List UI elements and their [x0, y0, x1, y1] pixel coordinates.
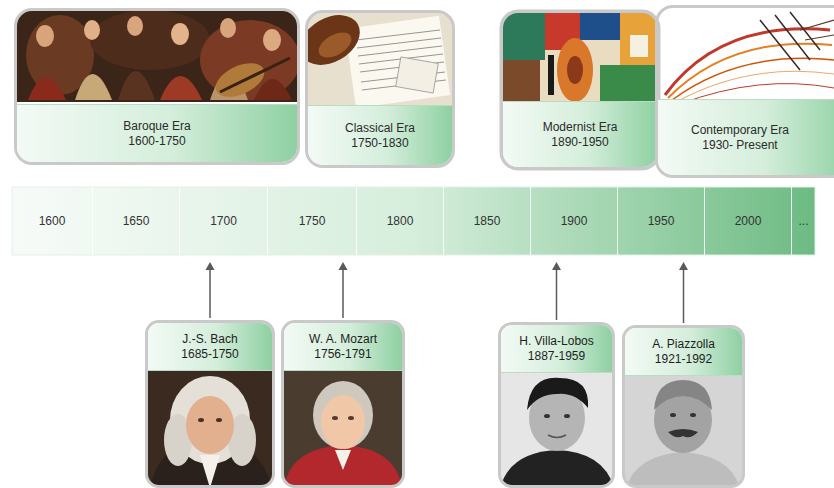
classical-picture	[306, 11, 454, 167]
modernist-frame	[501, 11, 659, 169]
composer-card: A. Piazzolla1921-1992	[622, 325, 745, 488]
modernist-era-card: Modernist Era1890-1950	[500, 10, 660, 170]
name-label: H. Villa-Lobos	[519, 334, 593, 349]
modernist-picture	[501, 11, 659, 102]
timeline-cell: 2000	[705, 187, 792, 255]
label-band: Contemporary Era1930- Present	[658, 99, 834, 175]
date-range: 1756-1791	[314, 347, 371, 362]
contemporary-picture	[656, 6, 834, 177]
year-label: 1800	[387, 214, 414, 229]
villa-lobos-portrait	[499, 323, 614, 487]
composer-card: W. A. Mozart1756-1791	[281, 320, 405, 488]
year-label: 1650	[123, 214, 150, 229]
timeline-cell: 1750	[268, 187, 357, 255]
year-label: 2000	[735, 214, 762, 229]
baroque-era-card: Baroque Era1600-1750	[14, 8, 300, 165]
timeline-pointer	[679, 262, 688, 323]
timeline-pointer	[552, 262, 561, 320]
date-range: 1930- Present	[702, 138, 777, 153]
year-label: 1850	[474, 214, 501, 229]
timeline-cell: 1900	[531, 187, 618, 255]
name-label: Classical Era	[345, 121, 415, 136]
label-band: H. Villa-Lobos1887-1959	[501, 325, 612, 373]
name-label: Modernist Era	[543, 120, 618, 135]
mozart-portrait	[282, 321, 404, 487]
date-range: 1685-1750	[181, 347, 238, 362]
label-band: Baroque Era1600-1750	[17, 104, 297, 162]
label-band: Classical Era1750-1830	[308, 105, 452, 165]
timeline-cell: 1850	[444, 187, 531, 255]
date-range: 1921-1992	[655, 352, 712, 367]
classical-era-card: Classical Era1750-1830	[305, 10, 455, 168]
year-label: 1750	[299, 214, 326, 229]
date-range: 1600-1750	[128, 134, 185, 149]
name-label: A. Piazzolla	[652, 337, 715, 352]
bach-portrait	[146, 321, 274, 487]
name-label: J.-S. Bach	[182, 332, 237, 347]
timeline-pointer	[339, 262, 348, 318]
name-label: Baroque Era	[123, 119, 190, 134]
piazzolla-portrait	[623, 326, 744, 487]
baroque-painting	[15, 9, 299, 164]
label-band: A. Piazzolla1921-1992	[625, 328, 742, 376]
date-range: 1750-1830	[351, 136, 408, 151]
timeline-cell: 1600	[12, 187, 93, 255]
label-band: J.-S. Bach1685-1750	[148, 323, 272, 371]
year-label: 1950	[648, 214, 675, 229]
year-label: 1900	[561, 214, 588, 229]
year-label: 1600	[39, 214, 66, 229]
date-range: 1890-1950	[551, 135, 608, 150]
timeline-pointer	[206, 262, 215, 318]
name-label: Contemporary Era	[691, 123, 789, 138]
timeline-cell: ...	[792, 187, 815, 255]
timeline-cell: 1650	[93, 187, 180, 255]
label-band: W. A. Mozart1756-1791	[284, 323, 402, 371]
timeline-cell: 1950	[618, 187, 705, 255]
timeline-cell: 1700	[180, 187, 268, 255]
contemporary-era-card: Contemporary Era1930- Present	[655, 5, 834, 178]
label-band: Modernist Era1890-1950	[503, 101, 657, 167]
date-range: 1887-1959	[528, 349, 585, 364]
name-label: W. A. Mozart	[309, 332, 377, 347]
year-label: ...	[798, 214, 808, 229]
year-label: 1700	[210, 214, 237, 229]
timeline-cell: 1800	[357, 187, 444, 255]
composer-card: H. Villa-Lobos1887-1959	[498, 322, 615, 488]
timeline-band	[12, 187, 815, 255]
composer-card: J.-S. Bach1685-1750	[145, 320, 275, 488]
